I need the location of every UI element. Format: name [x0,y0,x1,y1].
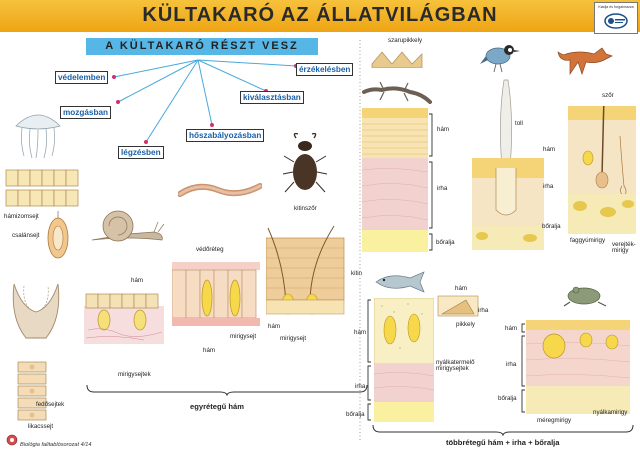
hydra-cells-illustration [5,169,79,207]
label-szarupikkely: szarupikkely [388,37,423,44]
publisher-logo: Kiadja és forgalmazza [594,2,638,34]
role-excretion: kiválasztásban [240,91,304,104]
fish-illustration [375,271,425,293]
label-boralja-3: bőralja [542,223,561,230]
single-layer-bracket [86,384,368,396]
label-vedoreteg: védőréteg [196,246,224,253]
page-title: KÜLTAKARÓ AZ ÁLLATVILÁGBAN [142,4,498,26]
label-likacssejt: likacssejt [28,423,54,430]
role-protection: védelemben [55,71,109,84]
section-divider [359,40,361,440]
earthworm-epithelium-diagram [172,262,260,326]
horn-scale-illustration [371,51,423,68]
label-mirigysejt-1: mirigysejt [230,333,257,340]
frog-illustration [563,286,607,307]
label-pikkely: pikkely [456,321,475,328]
role-thermoregulation: hőszabályozásban [186,129,265,142]
bird-skin-section [472,79,544,250]
label-toll: toll [515,120,523,127]
label-szor: szőr [602,92,614,99]
sponge-illustration [12,283,60,339]
label-kitinszor: kitinszőr [294,205,317,212]
role-dot-3 [144,140,148,144]
sponge-wall-illustration [17,361,47,421]
label-nyalkatermelo: nyálkatermelő mirigysejtek [436,359,475,373]
role-dot-2 [116,100,120,104]
label-ham-4: hám [437,126,450,133]
label-boralja-4: bőralja [498,395,517,402]
fish-skin-section [374,298,434,422]
label-irha-3: irha [478,307,489,314]
reptile-layer-brackets [429,113,433,251]
role-movement: mozgásban [60,106,112,119]
snail-epithelium-diagram [84,293,164,344]
insect-cuticle-diagram [266,225,345,315]
role-sensing: érzékelésben [296,63,354,76]
bird-illustration [480,45,520,73]
label-verejtekmirigy: verejték- mirigy [612,241,636,255]
frog-skin-section [526,320,630,414]
series-logo-icon [6,434,18,446]
footer-series: Biológia falitablósorozat 4/14 [20,442,92,448]
label-nyalkatermelo-text: nyálkatermelő mirigysejtek [436,359,475,373]
jellyfish-illustration [15,114,61,159]
label-boralja-2: bőralja [346,411,365,418]
label-ham-2: hám [203,347,216,354]
role-dot-1 [112,75,116,79]
label-irha-5: irha [506,361,517,368]
label-ham-5: hám [354,329,367,336]
role-dot-4 [210,123,214,127]
cnidocyte-illustration [47,211,69,259]
earthworm-illustration [178,183,262,197]
label-ham-3: hám [268,323,281,330]
label-irha-2: irha [355,383,366,390]
title-bar [0,0,640,32]
frog-layer-brackets [521,323,525,413]
label-csalansejt: csalánsejt [12,232,40,239]
fox-illustration [557,47,613,76]
logo-caption: Kiadja és forgalmazza [598,5,634,9]
label-fedosejtek: fedősejtek [36,401,65,408]
lizard-illustration [362,81,432,104]
multi-layer-bracket [372,424,634,436]
label-ham-6: hám [455,285,468,292]
subtitle: A KÜLTAKARÓ RÉSZT VESZ [105,40,299,52]
reptile-skin-section [362,108,428,252]
label-ham-1: hám [131,277,144,284]
caption-egyretegu: egyrétegű hám [190,402,245,411]
label-meregmirigy: méregmirigy [537,417,572,424]
fish-scale-detail [437,295,479,317]
label-ham-8: hám [505,325,518,332]
caption-tobbretegu: többrétegű hám + irha + bőralja [446,438,560,447]
logo-emblem-icon [604,13,628,29]
label-verejtekmirigy-text: verejték- mirigy [612,241,636,255]
label-nyalkamirigy: nyálkamirigy [593,409,628,416]
label-mirigysejt-2: mirigysejt [280,335,307,342]
label-ham-7: hám [543,146,556,153]
role-respiration: légzésben [118,146,164,159]
mammal-skin-section [568,106,636,234]
label-faggyumirigy: faggyúmirigy [570,237,606,244]
label-mirigysejtek-1: mirigysejtek [118,371,151,378]
label-irha-4: irha [543,183,554,190]
stag-beetle-illustration [282,132,328,193]
label-kitin: kitin [351,270,363,277]
label-irha-1: irha [437,185,448,192]
fish-layer-brackets [367,299,371,421]
subtitle-box: A KÜLTAKARÓ RÉSZT VESZ [86,38,318,55]
snail-illustration [91,210,165,242]
label-boralja-1: bőralja [436,239,455,246]
label-hamizomsejt: hámizomsejt [4,213,39,220]
